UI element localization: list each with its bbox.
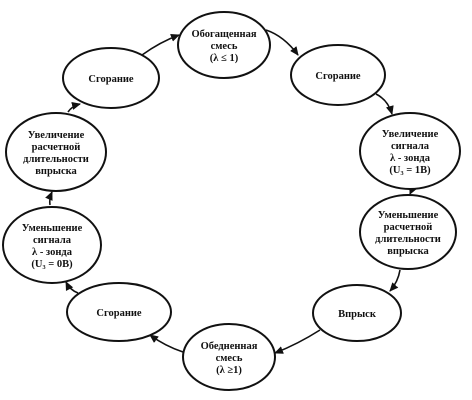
node-label-line: впрыска: [387, 246, 429, 257]
node-label-line: λ - зонда: [32, 247, 73, 258]
node-label-line: сигнала: [33, 235, 72, 246]
cycle-arrow: [67, 102, 81, 113]
node-ellipse: [66, 282, 172, 342]
node-label-line: Обогащенная: [191, 29, 256, 40]
node-label-line: длительности: [23, 154, 89, 165]
node-label-line: λ - зонда: [390, 153, 431, 164]
cycle-arrow: [45, 191, 53, 206]
cycle-arrow: [375, 93, 394, 115]
cycle-arrow: [274, 329, 321, 354]
node-label-line: (λ ≤ 1): [210, 53, 239, 64]
node-combustion-2: Сгорание: [66, 282, 172, 342]
node-ellipse: [182, 323, 276, 391]
node-label-line: смесь: [216, 353, 243, 364]
node-label-line: расчетной: [32, 142, 81, 153]
node-label-line: (U₃ = 0B): [31, 259, 73, 270]
node-ellipse: [2, 206, 102, 284]
node-label-line: Обедненная: [201, 341, 258, 352]
node-label-line: сигнала: [391, 141, 430, 152]
node-ellipse: [290, 44, 386, 106]
node-injection: Впрыск: [312, 284, 402, 342]
node-label-line: Сгорание: [88, 74, 134, 85]
node-combustion-3: Сгорание: [62, 47, 160, 109]
cycle-arrow: [389, 269, 401, 292]
node-label-line: Впрыск: [338, 309, 377, 320]
cycle-arrows: [45, 29, 418, 354]
cycle-arrow: [149, 334, 184, 353]
node-label-line: смесь: [211, 41, 238, 52]
node-ellipse: [359, 112, 461, 190]
cycle-arrow: [409, 185, 418, 195]
node-label-line: Увеличение: [28, 130, 85, 141]
node-label-line: Увеличение: [382, 129, 439, 140]
node-label-line: Сгорание: [315, 71, 361, 82]
node-ellipse: [5, 112, 107, 192]
node-combustion-1: Сгорание: [290, 44, 386, 106]
node-label-line: впрыска: [35, 166, 77, 177]
node-ellipse: [359, 194, 457, 270]
node-ellipse: [62, 47, 160, 109]
node-label-line: Уменьшение: [22, 223, 83, 234]
node-label-line: Сгорание: [96, 308, 142, 319]
cycle-arrow: [265, 29, 299, 56]
node-label-line: (U₃ = 1B): [389, 165, 431, 176]
cycle-arrow: [65, 281, 79, 294]
node-label-line: длительности: [375, 234, 441, 245]
cycle-arrow: [141, 34, 180, 56]
node-label-line: (λ ≥1): [216, 365, 242, 376]
node-ellipse: [177, 11, 271, 79]
node-label-line: расчетной: [384, 222, 433, 233]
node-label-line: Уменьшение: [378, 210, 439, 221]
node-ellipse: [312, 284, 402, 342]
